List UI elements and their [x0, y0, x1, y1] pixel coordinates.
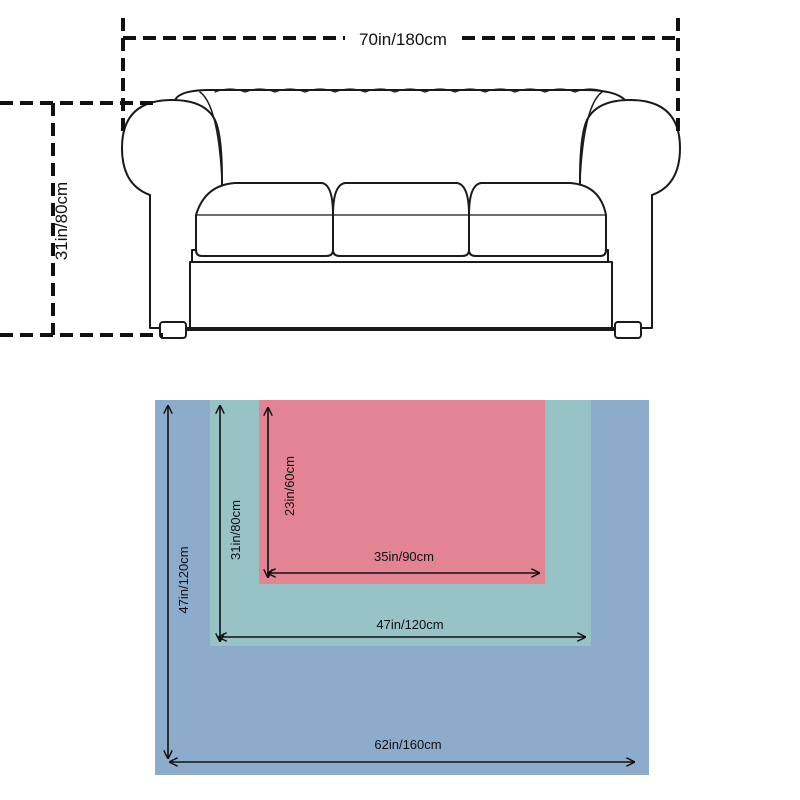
large-width-label: 62in/160cm [374, 737, 441, 752]
small-height-label: 23in/60cm [282, 456, 297, 516]
large-height-label: 47in/120cm [176, 546, 191, 613]
sofa-left-foot [159, 321, 187, 339]
small-width-label: 35in/90cm [374, 549, 434, 564]
sofa-cushion-left [195, 182, 334, 257]
sofa-illustration [121, 88, 681, 339]
medium-height-label: 31in/80cm [228, 500, 243, 560]
sofa-dimension-lines [0, 18, 680, 337]
sofa-tufting [214, 88, 606, 93]
sofa-cushion-middle [332, 182, 470, 257]
sofa-right-arm-inner [579, 91, 603, 181]
sofa-left-arm-inner [199, 91, 223, 181]
sofa-right-arm [579, 99, 681, 329]
sofa-width-label: 70in/180cm [359, 30, 447, 49]
sofa-right-foot [614, 321, 642, 339]
sofa-left-arm [121, 99, 223, 329]
mat-small [259, 400, 545, 584]
medium-width-label: 47in/120cm [376, 617, 443, 632]
sofa-height-label: 31in/80cm [52, 182, 71, 260]
sofa-cushion-right [468, 182, 607, 257]
